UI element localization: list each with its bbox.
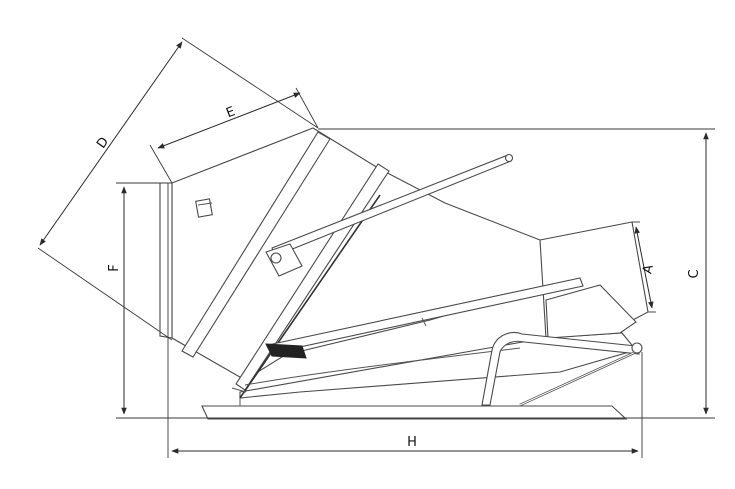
pivot-bracket — [265, 243, 303, 277]
rib-rear — [181, 131, 331, 358]
label-plate — [195, 198, 213, 218]
dimension-a: A — [632, 221, 657, 313]
dimension-label-e: E — [224, 104, 237, 121]
lever-arm-end — [504, 153, 514, 163]
dimension-label-d: D — [94, 135, 112, 152]
dimension-label-a: A — [640, 263, 656, 275]
label-plate-line — [197, 202, 213, 206]
dimension-f: F — [107, 182, 168, 419]
dimension-label-h: H — [407, 435, 417, 450]
dimension-label-f: F — [107, 264, 122, 271]
dimension-label-c: C — [687, 269, 702, 278]
hopper-rear-face — [159, 182, 173, 339]
handle-grip — [265, 343, 307, 359]
frame-line — [239, 194, 381, 399]
frame-curve — [244, 347, 521, 386]
skirt-line-2 — [231, 387, 247, 393]
cradle-brace-inner — [519, 351, 637, 406]
spout-lip — [545, 284, 637, 339]
handle-joint — [421, 317, 427, 327]
skip-body — [159, 127, 649, 420]
cradle-runner — [481, 332, 640, 406]
dimension-c: C — [168, 128, 715, 419]
pivot-pin — [270, 252, 282, 264]
base-plate — [201, 405, 628, 420]
cradle-pivot — [631, 342, 643, 354]
